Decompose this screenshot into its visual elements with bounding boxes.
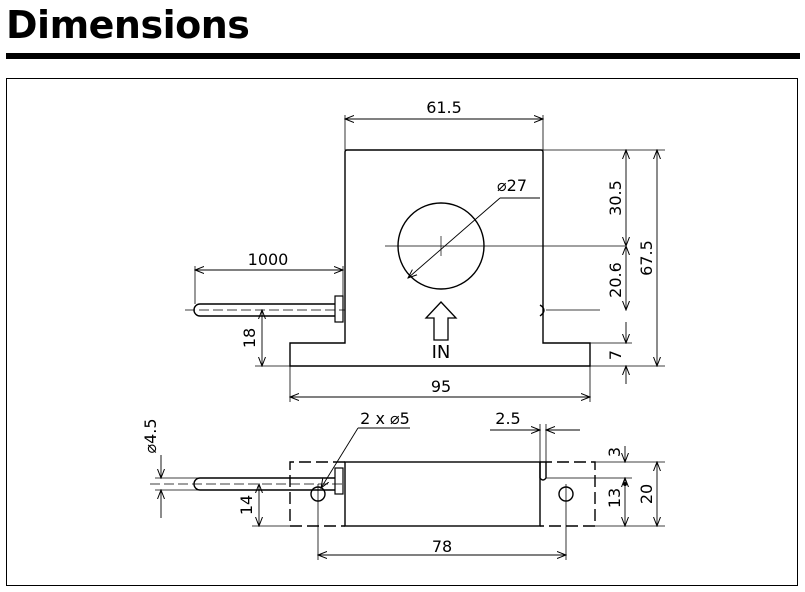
- title-underline: [6, 53, 800, 59]
- base-flange-right: [540, 461, 596, 527]
- base-flange-left: [289, 461, 345, 527]
- label-in: IN: [432, 342, 451, 363]
- slot-marker: [539, 462, 547, 481]
- label-18: 18: [240, 328, 259, 348]
- label-20: 20: [637, 484, 656, 504]
- drawing-frame: [6, 78, 798, 586]
- label-hole-diameter: ⌀27: [497, 176, 527, 195]
- label-3: 3: [605, 447, 624, 457]
- label-2-5: 2.5: [495, 409, 520, 428]
- label-lead-dia: ⌀4.5: [141, 418, 160, 453]
- label-7: 7: [606, 350, 625, 360]
- label-mount-holes: 2 x ⌀5: [360, 409, 410, 428]
- label-95: 95: [431, 377, 451, 396]
- label-61-5: 61.5: [426, 98, 462, 117]
- terminal-marker: [539, 304, 545, 317]
- page-title: Dimensions: [6, 3, 250, 47]
- label-1000: 1000: [248, 250, 289, 269]
- label-30-5: 30.5: [606, 180, 625, 216]
- label-20-6: 20.6: [606, 262, 625, 298]
- label-67-5: 67.5: [637, 240, 656, 276]
- label-78: 78: [432, 537, 452, 556]
- lead-clamp: [334, 295, 344, 323]
- front-view: [185, 115, 665, 402]
- hole-diameter-line: [408, 197, 501, 278]
- label-14: 14: [237, 495, 256, 515]
- in-arrow-icon: [424, 301, 458, 341]
- bottom-view: [150, 424, 665, 560]
- sensor-body-outline: [289, 149, 591, 367]
- mount-hole-leader: [321, 427, 359, 488]
- bottom-lead-clamp: [334, 467, 344, 495]
- label-13: 13: [605, 488, 624, 508]
- bottom-body: [344, 461, 541, 527]
